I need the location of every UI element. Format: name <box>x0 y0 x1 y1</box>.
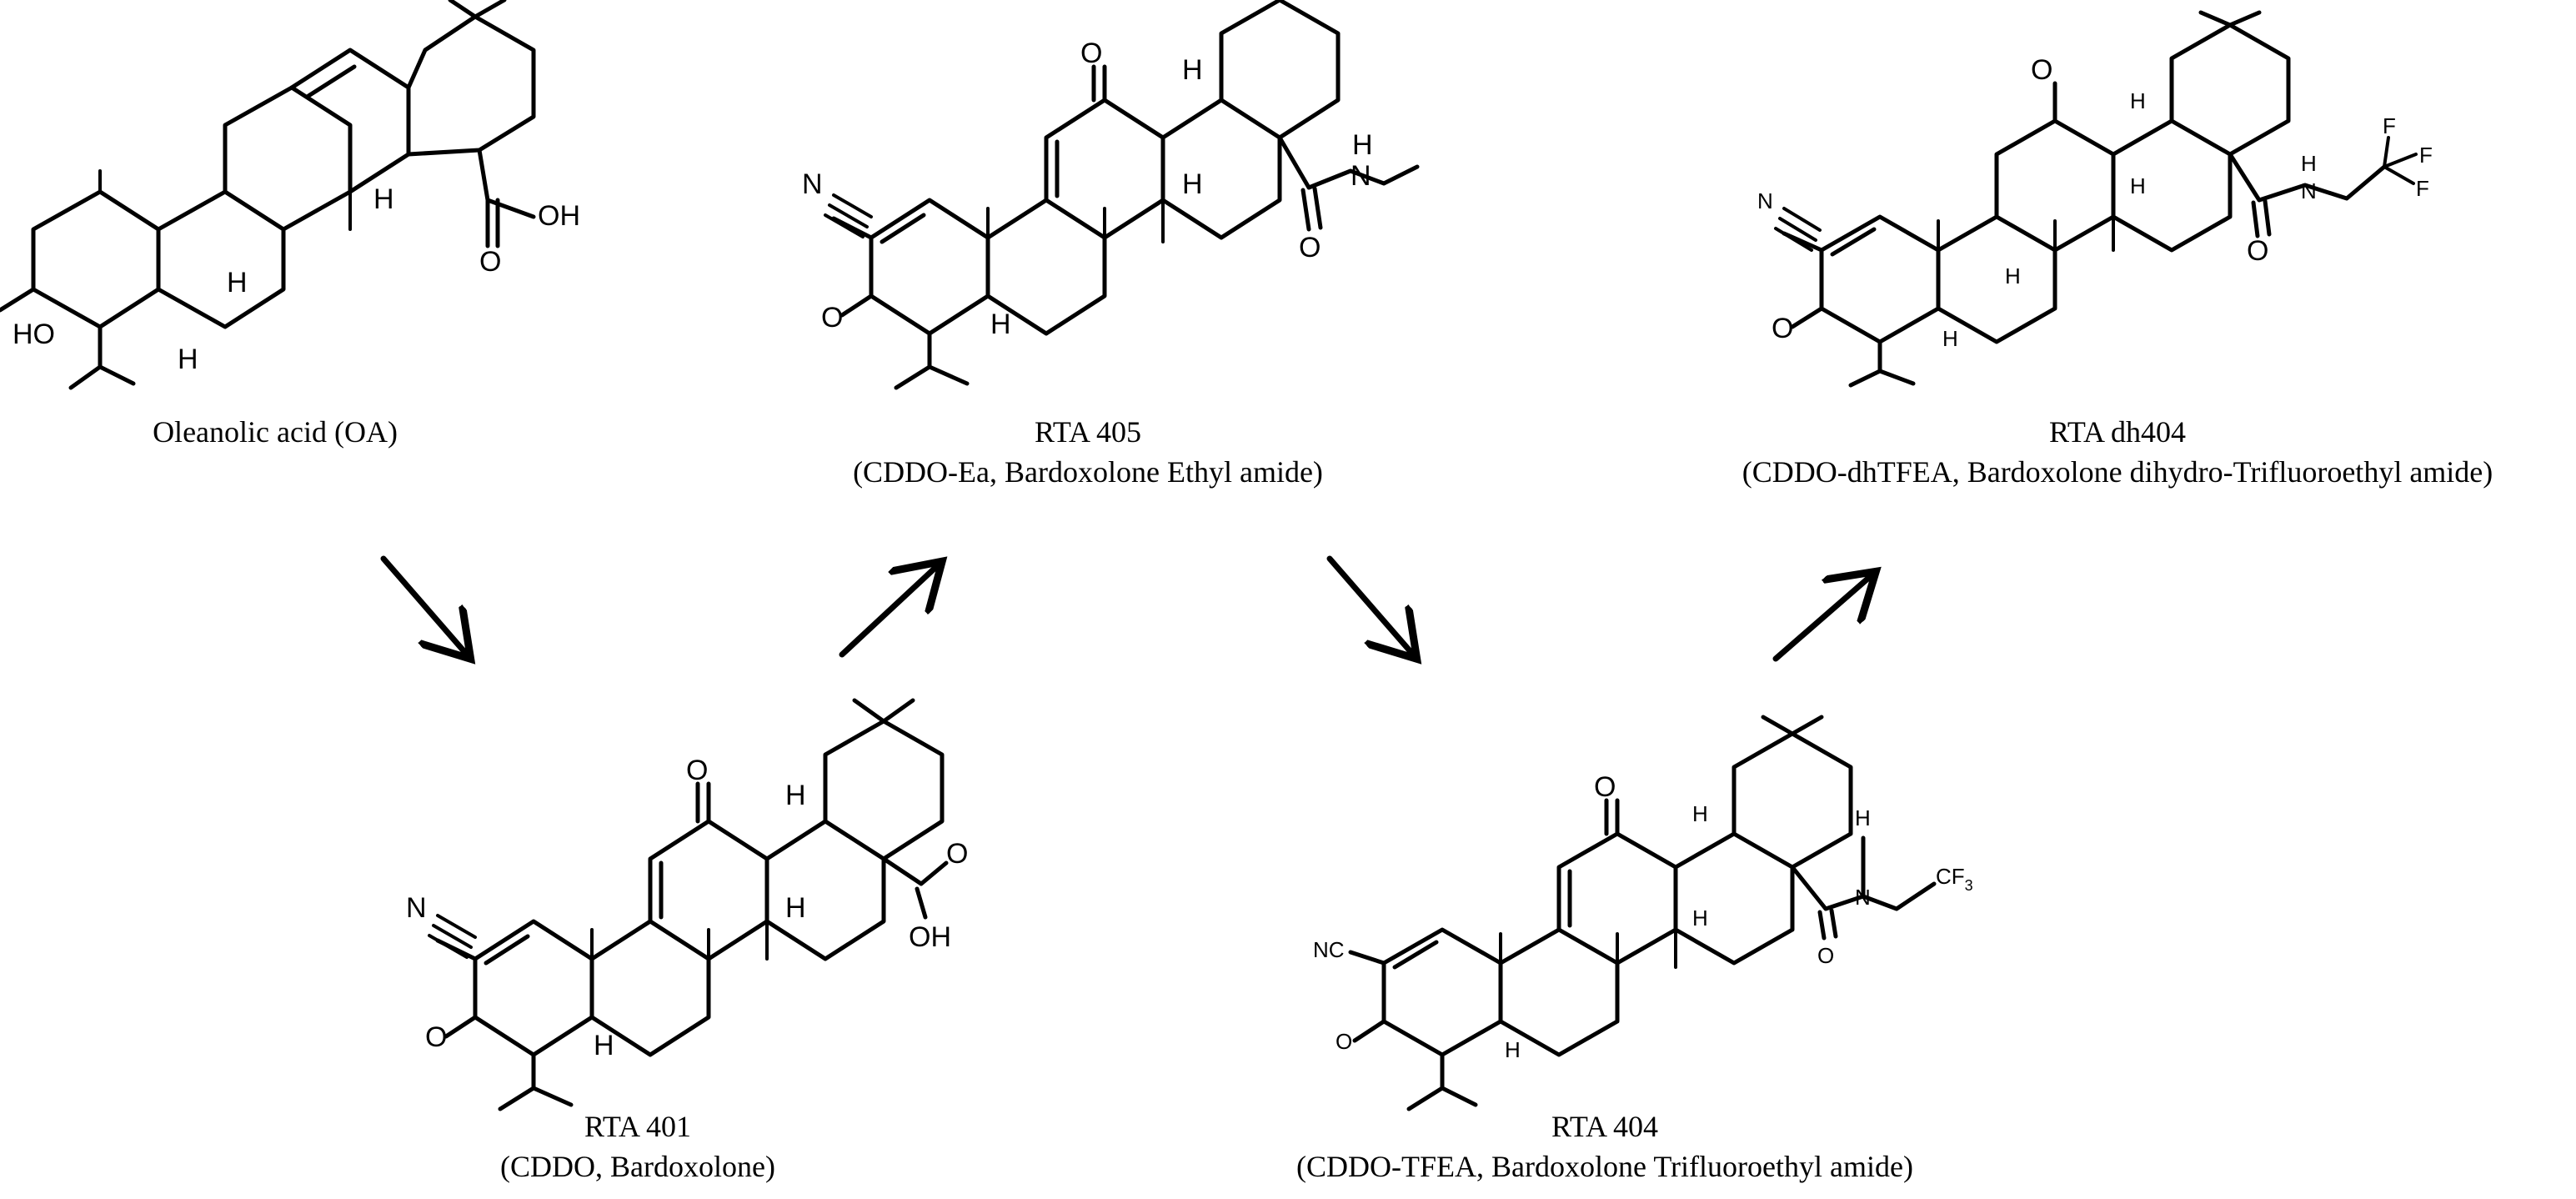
atom-o: O <box>821 302 843 334</box>
compound-synonyms-rta-401: (CDDO, Bardoxolone) <box>500 1150 775 1183</box>
atom-o: O <box>2031 54 2052 86</box>
atom-h: H <box>1182 168 1203 200</box>
atom-f: F <box>2419 143 2433 168</box>
atom-h: H <box>178 344 198 375</box>
atom-n: N <box>1855 885 1871 910</box>
atom-f: F <box>2416 176 2429 201</box>
atom-h: H <box>785 780 806 811</box>
atom-o: O <box>1817 943 1834 968</box>
atom-h: H <box>990 309 1011 340</box>
atom-o: O <box>1336 1029 1352 1054</box>
atom-o: O <box>1080 38 1102 69</box>
atom-h: H <box>1855 805 1871 830</box>
compound-name-oa: Oleanolic acid (OA) <box>153 415 398 449</box>
atom-h: H <box>594 1030 614 1061</box>
compound-name-rta-401: RTA 401 <box>584 1110 691 1143</box>
atom-h: H <box>1692 906 1708 931</box>
arrow-oa-to-rta-401 <box>380 555 467 655</box>
atom-o: O <box>1594 771 1616 803</box>
atom-f: F <box>2383 113 2396 138</box>
atom-oh: OH <box>538 200 580 232</box>
atom-h: H <box>2130 173 2146 198</box>
arrow-rta-401-to-rta-405 <box>839 565 938 658</box>
compound-synonyms-rta-404: (CDDO-TFEA, Bardoxolone Trifluoroethyl a… <box>1296 1150 1913 1183</box>
compound-synonyms-rta-405: (CDDO-Ea, Bardoxolone Ethyl amide) <box>853 455 1323 489</box>
atom-h: H <box>2130 88 2146 113</box>
atom-n: N <box>1351 160 1371 192</box>
structure-rta-401: O H H O OH N O H <box>406 698 968 1111</box>
atom-ho: HO <box>13 319 55 350</box>
atom-n: N <box>406 892 427 924</box>
atom-o: O <box>2247 235 2268 267</box>
atom-h: H <box>1182 54 1203 86</box>
atom-o: O <box>479 246 501 278</box>
structure-rta-405: O H H N H O N O H <box>802 0 1420 390</box>
atom-n: N <box>1757 188 1773 213</box>
atom-cf3: CF3 <box>1936 864 1973 894</box>
arrow-rta-404-to-rta-dh404 <box>1772 575 1872 662</box>
arrow-rta-405-to-rta-404 <box>1326 555 1413 655</box>
atom-h: H <box>2301 151 2317 176</box>
atom-h: H <box>227 267 248 298</box>
atom-h: H <box>373 183 394 215</box>
atom-h: H <box>785 892 806 924</box>
atom-h: H <box>1692 801 1708 826</box>
structure-oleanolic-acid: OH O HO H H H <box>0 0 580 390</box>
atom-nc: NC <box>1313 937 1345 962</box>
atom-n: N <box>802 168 823 200</box>
atom-o: O <box>425 1021 447 1053</box>
atom-h: H <box>1942 326 1958 351</box>
compound-name-rta-405: RTA 405 <box>1035 415 1141 449</box>
atom-h: H <box>1505 1037 1521 1062</box>
atom-oh: OH <box>909 921 951 953</box>
atom-h: H <box>2005 263 2021 288</box>
atom-o: O <box>1299 232 1321 263</box>
structure-rta-dh404: O H H H N H F F F O N O H <box>1757 10 2433 388</box>
atom-o: O <box>1772 313 1793 344</box>
compound-name-rta-dh404: RTA dh404 <box>2049 415 2186 449</box>
compound-name-rta-404: RTA 404 <box>1551 1110 1658 1143</box>
compound-synonyms-rta-dh404: (CDDO-dhTFEA, Bardoxolone dihydro-Triflu… <box>1742 455 2493 489</box>
atom-n: N <box>2301 178 2317 203</box>
atom-o: O <box>946 838 968 870</box>
structure-rta-404: O H H H N CF3 O NC O H <box>1313 715 1973 1111</box>
atom-h: H <box>1352 129 1373 161</box>
atom-o: O <box>686 755 708 786</box>
